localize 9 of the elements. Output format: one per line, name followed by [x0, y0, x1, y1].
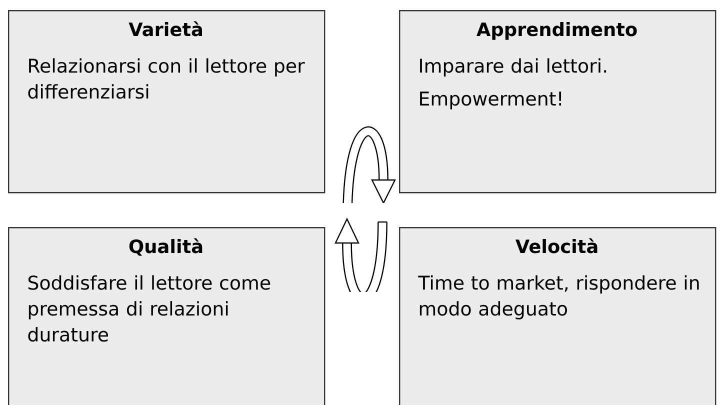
body-text: Relazionarsi con il lettore per differenziarsi	[28, 58, 305, 99]
body-text: Time to market, rispondere in modo adeguato	[418, 275, 699, 320]
body-text: Empowerment!	[420, 92, 562, 110]
text-box: Varietà Relazionarsi con il lettore per differenziarsi	[8, 10, 326, 194]
body-text: Soddisfare il lettore come premessa di relazioni durature	[28, 275, 270, 342]
text-box: Velocità Time to market, rispondere in modo adeguato	[399, 227, 716, 405]
text-box: Apprendimento Imparare dai lettori. Empowerment!	[399, 10, 716, 194]
body-text: Imparare dai lettori.	[420, 58, 606, 77]
text-box: Qualità Soddisfare il lettore come premessa di relazioni durature	[8, 227, 326, 405]
